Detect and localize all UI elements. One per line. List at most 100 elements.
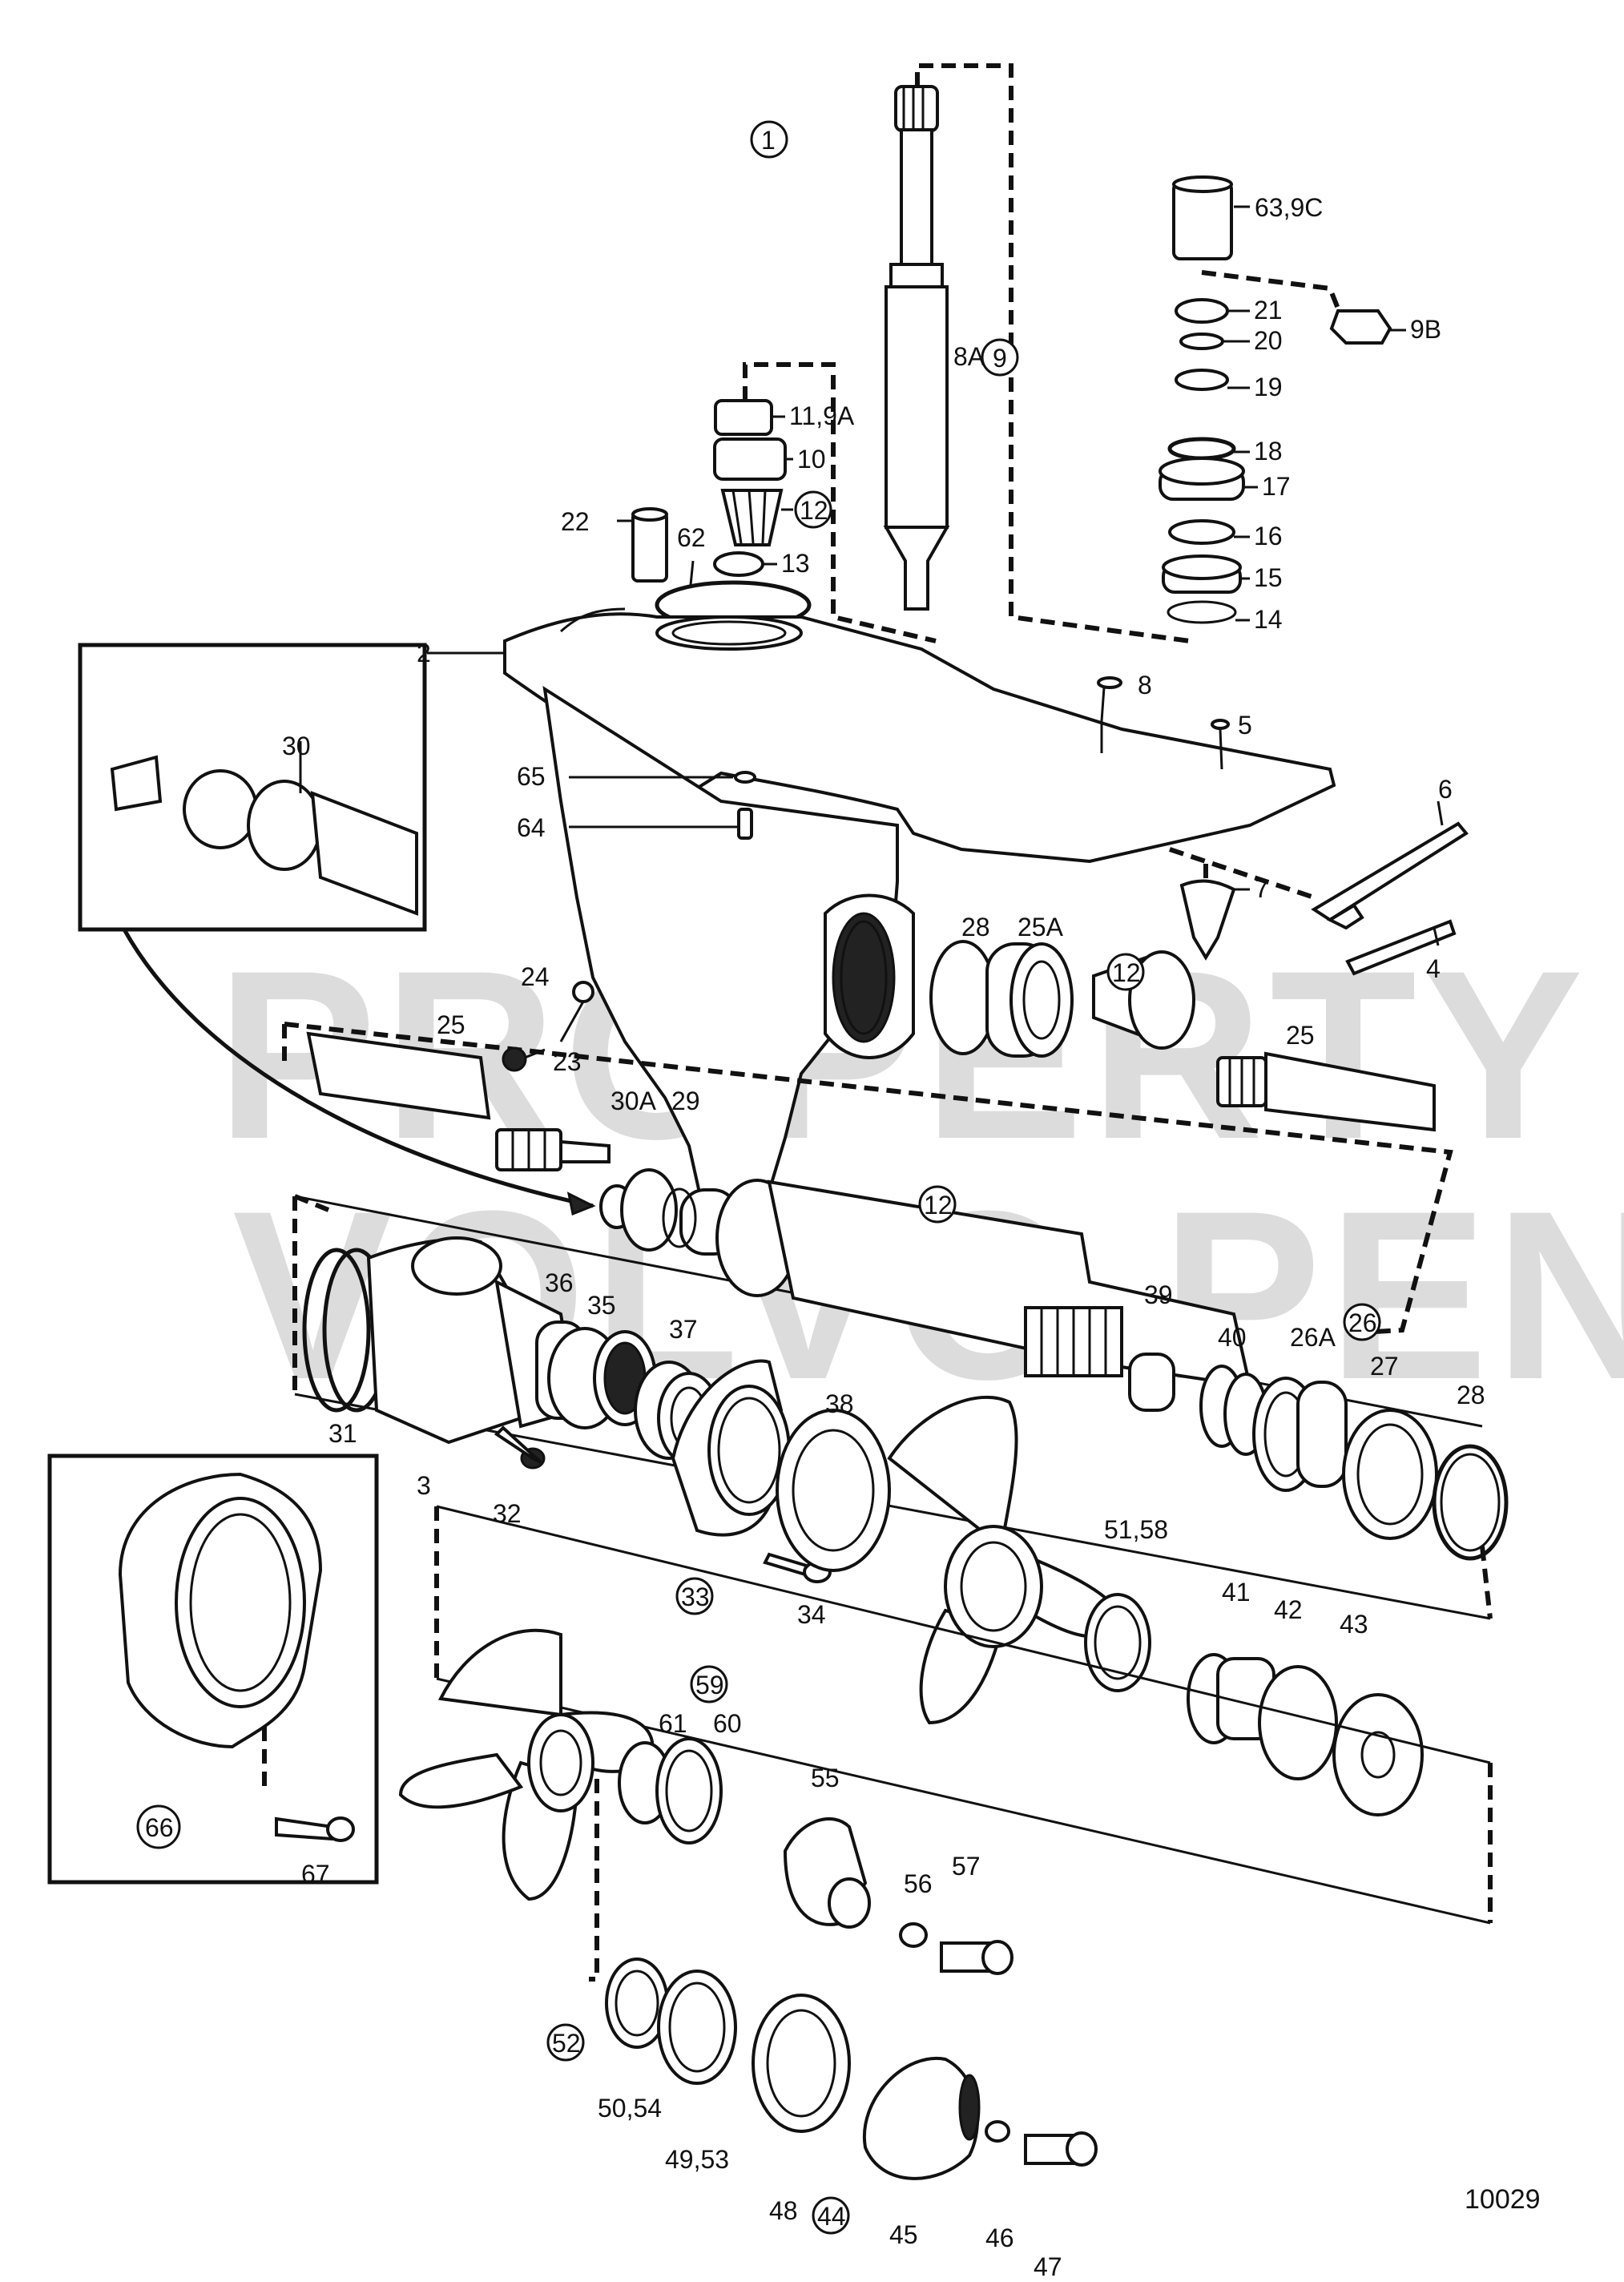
label-21: 21 bbox=[1254, 296, 1283, 325]
bearing-38 bbox=[776, 1409, 891, 1572]
parts-50-49-48 bbox=[605, 1957, 851, 2133]
label-639c: 63,9C bbox=[1255, 193, 1323, 222]
inset-box-30 bbox=[78, 643, 427, 932]
anode-ring-33 bbox=[671, 1359, 791, 1537]
bolt-32 bbox=[494, 1425, 546, 1470]
label-16: 16 bbox=[1254, 522, 1283, 550]
label-8a: 8A bbox=[953, 342, 985, 371]
label-25a: 25A bbox=[1018, 913, 1064, 941]
label-30a: 30A bbox=[611, 1087, 657, 1115]
label-18: 18 bbox=[1254, 437, 1283, 466]
propeller-upper bbox=[887, 1395, 1124, 1725]
dashed-leader-11 bbox=[743, 362, 937, 643]
label-2: 2 bbox=[417, 639, 431, 667]
label-8: 8 bbox=[1138, 671, 1152, 700]
label-13: 13 bbox=[781, 549, 810, 578]
pinion-stack bbox=[713, 399, 787, 577]
label-38: 38 bbox=[825, 1389, 854, 1418]
svg-text:1: 1 bbox=[761, 126, 776, 155]
label-35: 35 bbox=[587, 1291, 616, 1320]
label-60: 60 bbox=[713, 1709, 742, 1738]
label-17: 17 bbox=[1262, 472, 1291, 501]
label-27: 27 bbox=[1370, 1352, 1399, 1381]
label-65: 65 bbox=[517, 762, 546, 791]
label-36: 36 bbox=[545, 1268, 574, 1297]
part-22-plug bbox=[617, 507, 668, 583]
label-25c: 25 bbox=[437, 1010, 465, 1039]
label-9: 9 bbox=[993, 344, 1007, 373]
label-19: 19 bbox=[1254, 373, 1283, 401]
prop-nut-45 bbox=[862, 2056, 1098, 2180]
label-47: 47 bbox=[1034, 2252, 1062, 2281]
label-28b: 28 bbox=[1457, 1381, 1485, 1409]
callout-labels: 63,9C 21 20 9B 19 18 17 16 15 14 8A 9 11… bbox=[136, 193, 1541, 2281]
label-4: 4 bbox=[1426, 954, 1441, 983]
label-64: 64 bbox=[517, 813, 546, 842]
dashed-box-25 bbox=[284, 1022, 1453, 1334]
label-29: 29 bbox=[671, 1087, 700, 1115]
label-20: 20 bbox=[1254, 326, 1283, 355]
bearing-25a bbox=[985, 942, 1074, 1058]
dashed-leader-9b bbox=[1201, 270, 1340, 310]
label-12b: 12 bbox=[1112, 958, 1141, 987]
inset-pointer-arrow bbox=[122, 928, 594, 1208]
label-46: 46 bbox=[985, 2224, 1014, 2252]
parts-55-56-57 bbox=[783, 1817, 1013, 1975]
label-41: 41 bbox=[1222, 1578, 1251, 1607]
label-28a: 28 bbox=[961, 913, 990, 941]
label-34: 34 bbox=[797, 1600, 826, 1629]
bolt-5 bbox=[1211, 719, 1230, 770]
label-7: 7 bbox=[1255, 874, 1269, 903]
label-23: 23 bbox=[553, 1047, 582, 1076]
label-119a: 11,9A bbox=[789, 401, 855, 430]
inset-box-66 bbox=[47, 1453, 379, 1885]
label-25b: 25 bbox=[1286, 1021, 1315, 1050]
label-5158: 51,58 bbox=[1104, 1515, 1168, 1544]
label-57: 57 bbox=[952, 1852, 981, 1881]
label-59: 59 bbox=[695, 1671, 724, 1699]
dashed-leader-52 bbox=[589, 1779, 599, 1982]
bearing-stack-right bbox=[1159, 175, 1392, 624]
label-12c: 12 bbox=[924, 1191, 953, 1220]
parts-26a-27-28 bbox=[1252, 1377, 1509, 1561]
label-5: 5 bbox=[1238, 711, 1252, 740]
label-62: 62 bbox=[677, 523, 706, 552]
dashed-leader-8a bbox=[915, 63, 1191, 643]
label-40: 40 bbox=[1218, 1323, 1247, 1352]
prop-shaft-12-long bbox=[715, 1179, 1252, 1389]
parts-61-60 bbox=[618, 1737, 723, 1845]
leaders-pinion bbox=[763, 415, 793, 566]
parts-64-65 bbox=[569, 771, 756, 840]
label-5054: 50,54 bbox=[598, 2094, 662, 2123]
label-26: 26 bbox=[1348, 1308, 1377, 1337]
label-33: 33 bbox=[681, 1582, 710, 1611]
label-30: 30 bbox=[282, 732, 311, 760]
bearing-housing-3 bbox=[302, 1236, 623, 1445]
dashed-leader-6 bbox=[1169, 847, 1315, 900]
drive-shaft-8a bbox=[883, 85, 950, 611]
label-32: 32 bbox=[493, 1499, 522, 1528]
label-66: 66 bbox=[145, 1813, 174, 1842]
callout-circled-1: 1 bbox=[750, 120, 788, 159]
label-4953: 49,53 bbox=[665, 2145, 729, 2174]
part-7-anode bbox=[1179, 879, 1250, 961]
bolt-8 bbox=[1097, 676, 1122, 753]
label-55: 55 bbox=[811, 1764, 840, 1792]
parts-51-41-42-43 bbox=[1084, 1593, 1424, 1816]
prop-shaft-25-right bbox=[1216, 1051, 1436, 1132]
label-67: 67 bbox=[301, 1860, 330, 1889]
label-42: 42 bbox=[1274, 1595, 1303, 1624]
label-14: 14 bbox=[1254, 605, 1283, 634]
label-3: 3 bbox=[417, 1471, 431, 1500]
trim-tab-6 bbox=[1311, 800, 1469, 976]
label-45: 45 bbox=[889, 2220, 918, 2249]
label-15: 15 bbox=[1254, 563, 1283, 592]
label-6: 6 bbox=[1438, 775, 1453, 804]
label-43: 43 bbox=[1340, 1610, 1368, 1639]
prop-shaft-25-left bbox=[306, 1031, 611, 1171]
label-12a: 12 bbox=[800, 496, 828, 525]
gear-cage-12 bbox=[824, 893, 915, 1059]
label-10: 10 bbox=[797, 445, 826, 474]
label-61: 61 bbox=[659, 1709, 687, 1738]
